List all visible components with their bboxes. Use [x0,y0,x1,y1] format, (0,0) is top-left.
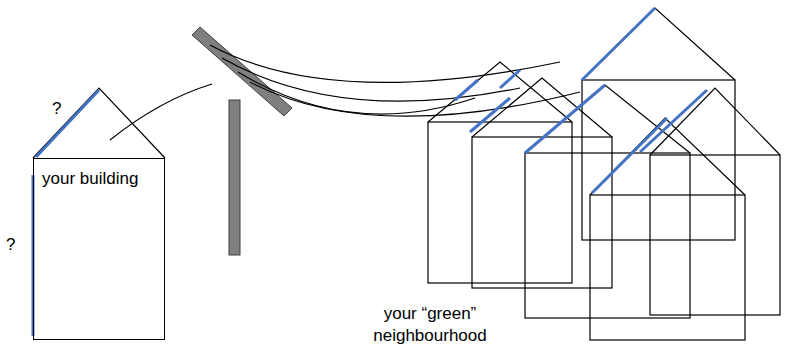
house-body [472,137,612,288]
question-mark: ? [6,234,26,256]
power-wire [210,45,560,82]
house-body [428,122,572,283]
house-body [650,155,780,315]
house-roof [590,118,745,195]
building-label: your building [42,169,138,189]
solar-roof-line [525,85,605,153]
house-roof [472,78,612,137]
power-wire [250,82,580,116]
house-roof [582,8,735,80]
solar-roof-line [500,70,520,88]
solar-roof-line [582,8,655,80]
question-mark: ? [52,98,72,120]
power-wire [238,72,475,114]
pole-crossbar [192,27,292,116]
house-roof [428,62,572,122]
house-roof [525,85,690,153]
power-wire [110,84,212,140]
solar-roof-line [640,90,707,152]
power-wire [222,58,520,101]
house-roof [650,88,780,155]
house-body [525,153,690,318]
neighbour-houses [428,8,780,340]
house-body [582,80,735,240]
building-box: your building [33,158,165,340]
solar-roof-lines [455,8,707,193]
solar-roof-line [470,98,510,132]
solar-roof-line [592,118,667,193]
solar-roof-line [455,80,478,100]
neighbourhood-label: your “green” neighbourhood [365,303,495,347]
house-roof [33,88,165,158]
pole-post [229,100,240,255]
solar-roof-line [36,90,99,157]
house-body [590,195,745,340]
